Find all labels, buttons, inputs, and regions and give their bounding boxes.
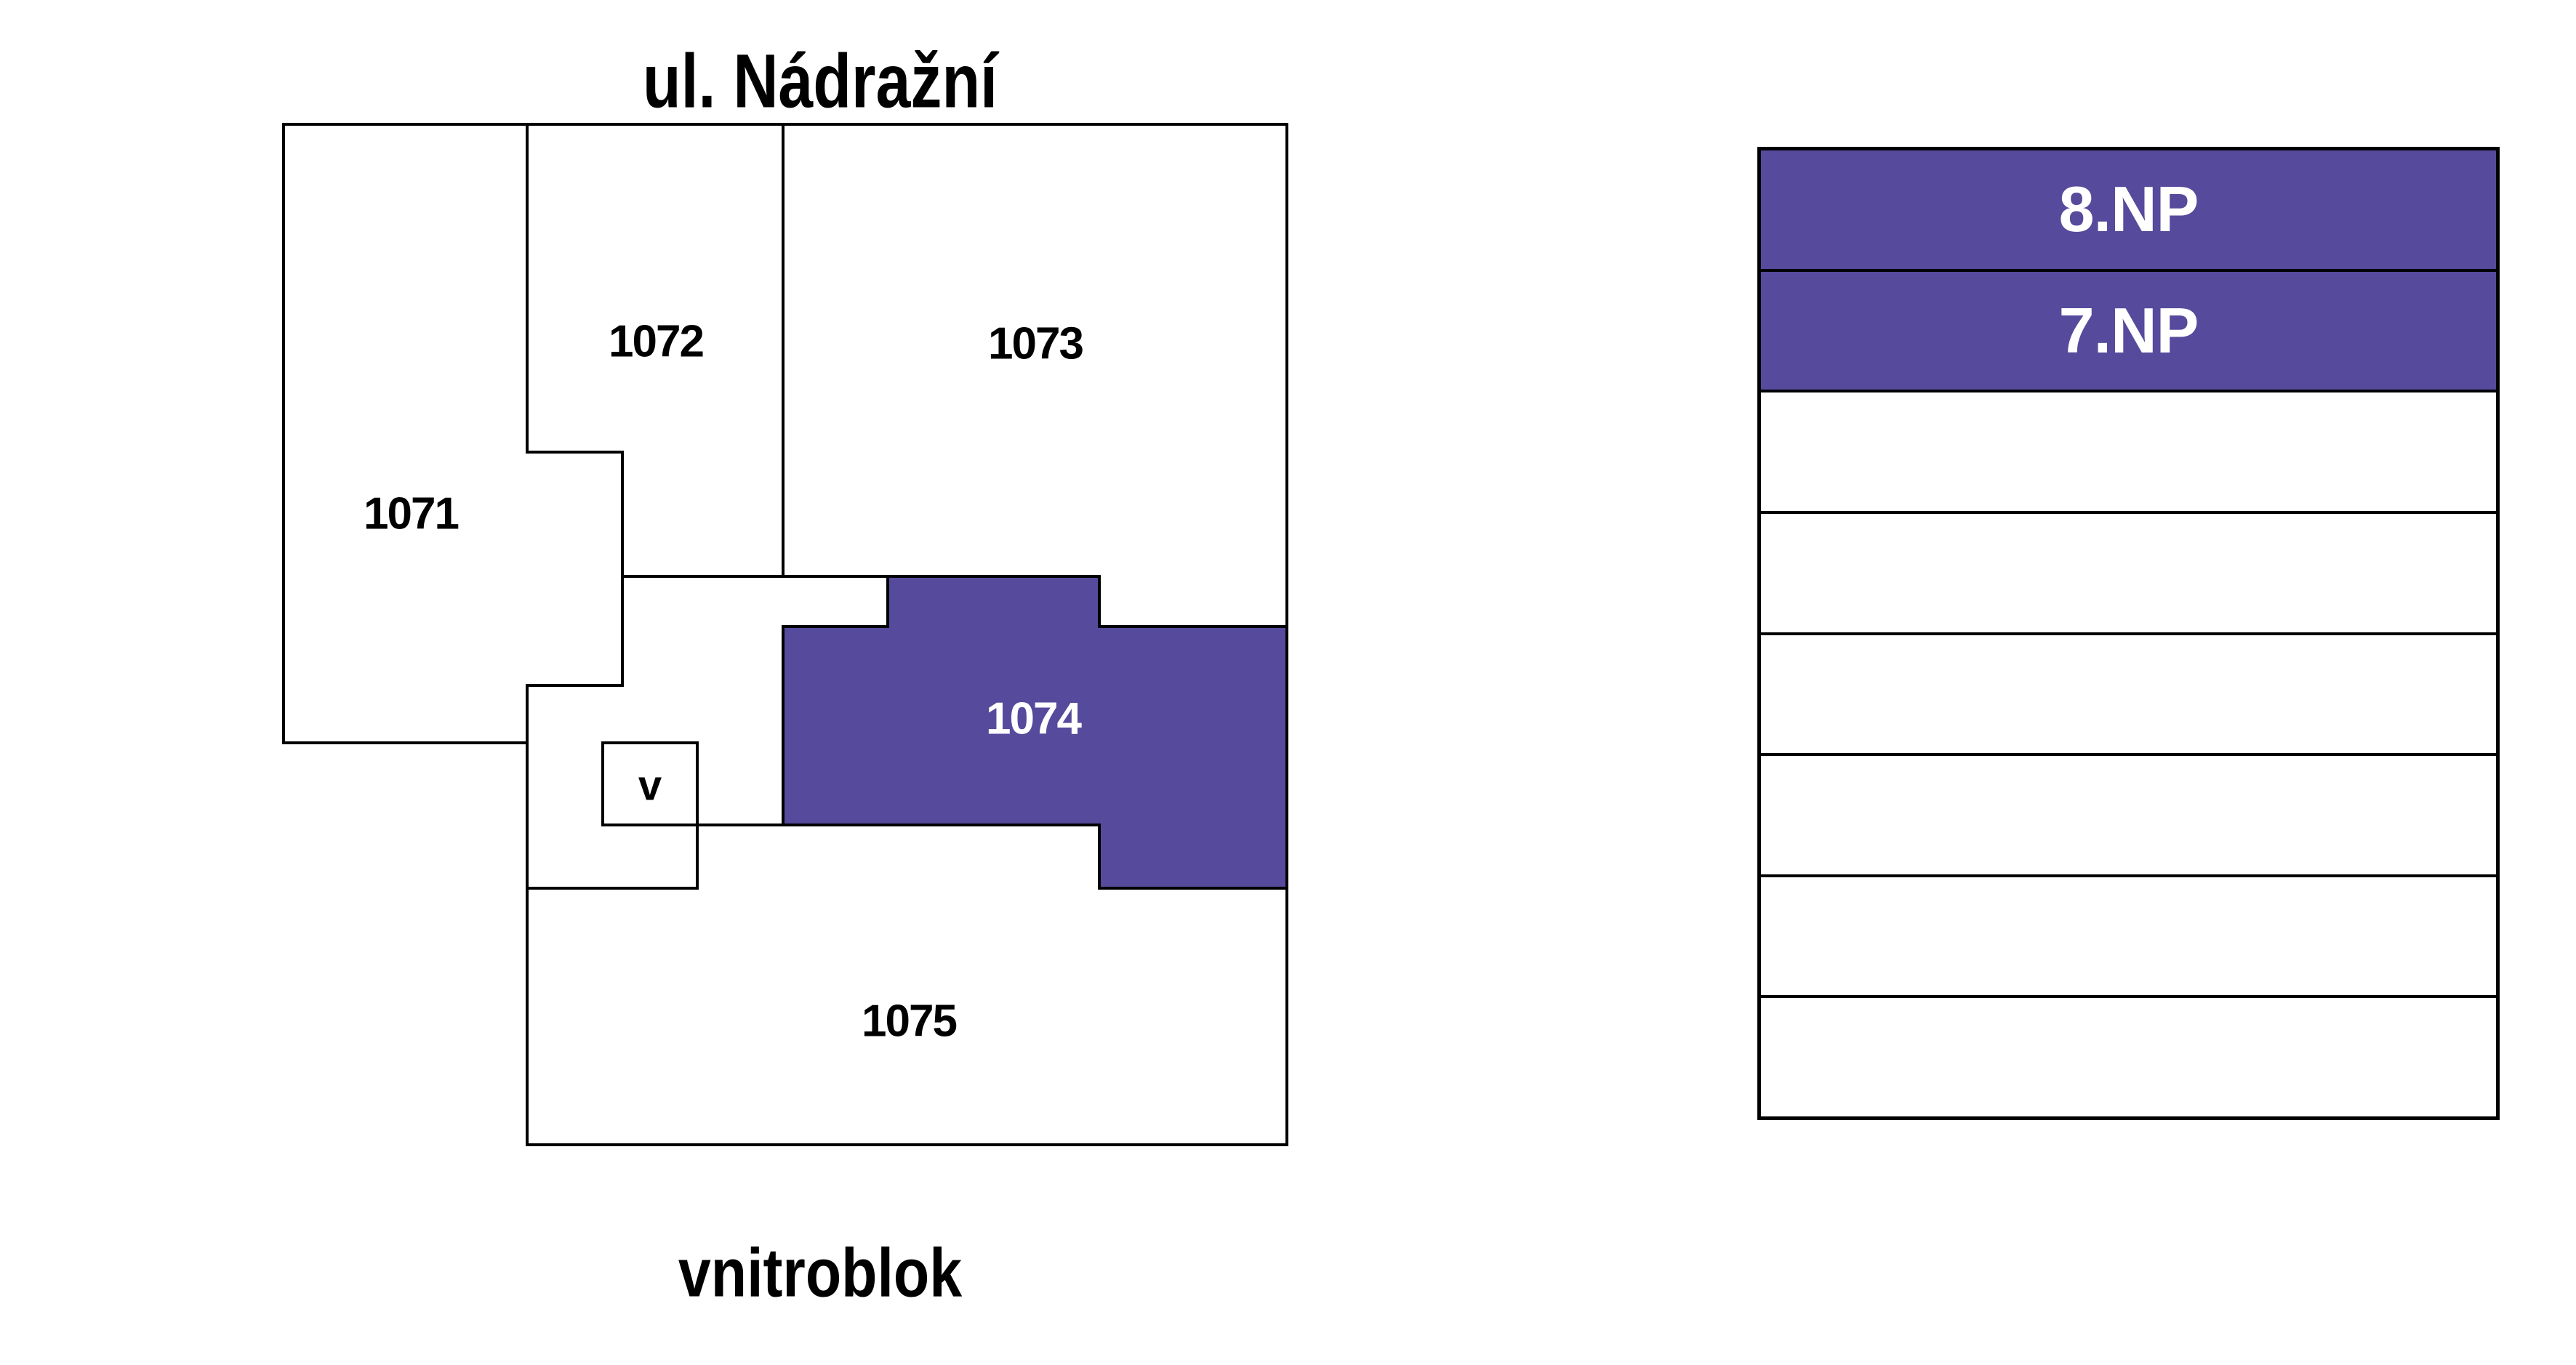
elevator-marker-label: v (638, 762, 662, 810)
floor-row[interactable] (1761, 995, 2496, 1116)
floor-row-label: 8.NP (2058, 173, 2199, 246)
floor-row[interactable] (1761, 753, 2496, 874)
parcel-label-1075: 1075 (862, 996, 956, 1047)
parcel-label-1073: 1073 (988, 319, 1083, 369)
floor-row[interactable] (1761, 874, 2496, 996)
floor-row-label: 7.NP (2058, 294, 2199, 366)
vnitroblok-label: vnitroblok (678, 1234, 963, 1312)
floor-row-7np[interactable]: 7.NP (1761, 268, 2496, 390)
floor-row[interactable] (1761, 510, 2496, 632)
floor-selector: 8.NP 7.NP (1757, 147, 2500, 1120)
street-label-top: ul. Nádražní (643, 39, 998, 124)
floor-row[interactable] (1761, 390, 2496, 511)
floor-row[interactable] (1761, 632, 2496, 754)
parcel-label-1072: 1072 (609, 317, 703, 367)
floor-row-8np[interactable]: 8.NP (1761, 150, 2496, 269)
parcel-label-1074: 1074 (986, 694, 1082, 744)
parcel-label-1071: 1071 (364, 489, 458, 539)
